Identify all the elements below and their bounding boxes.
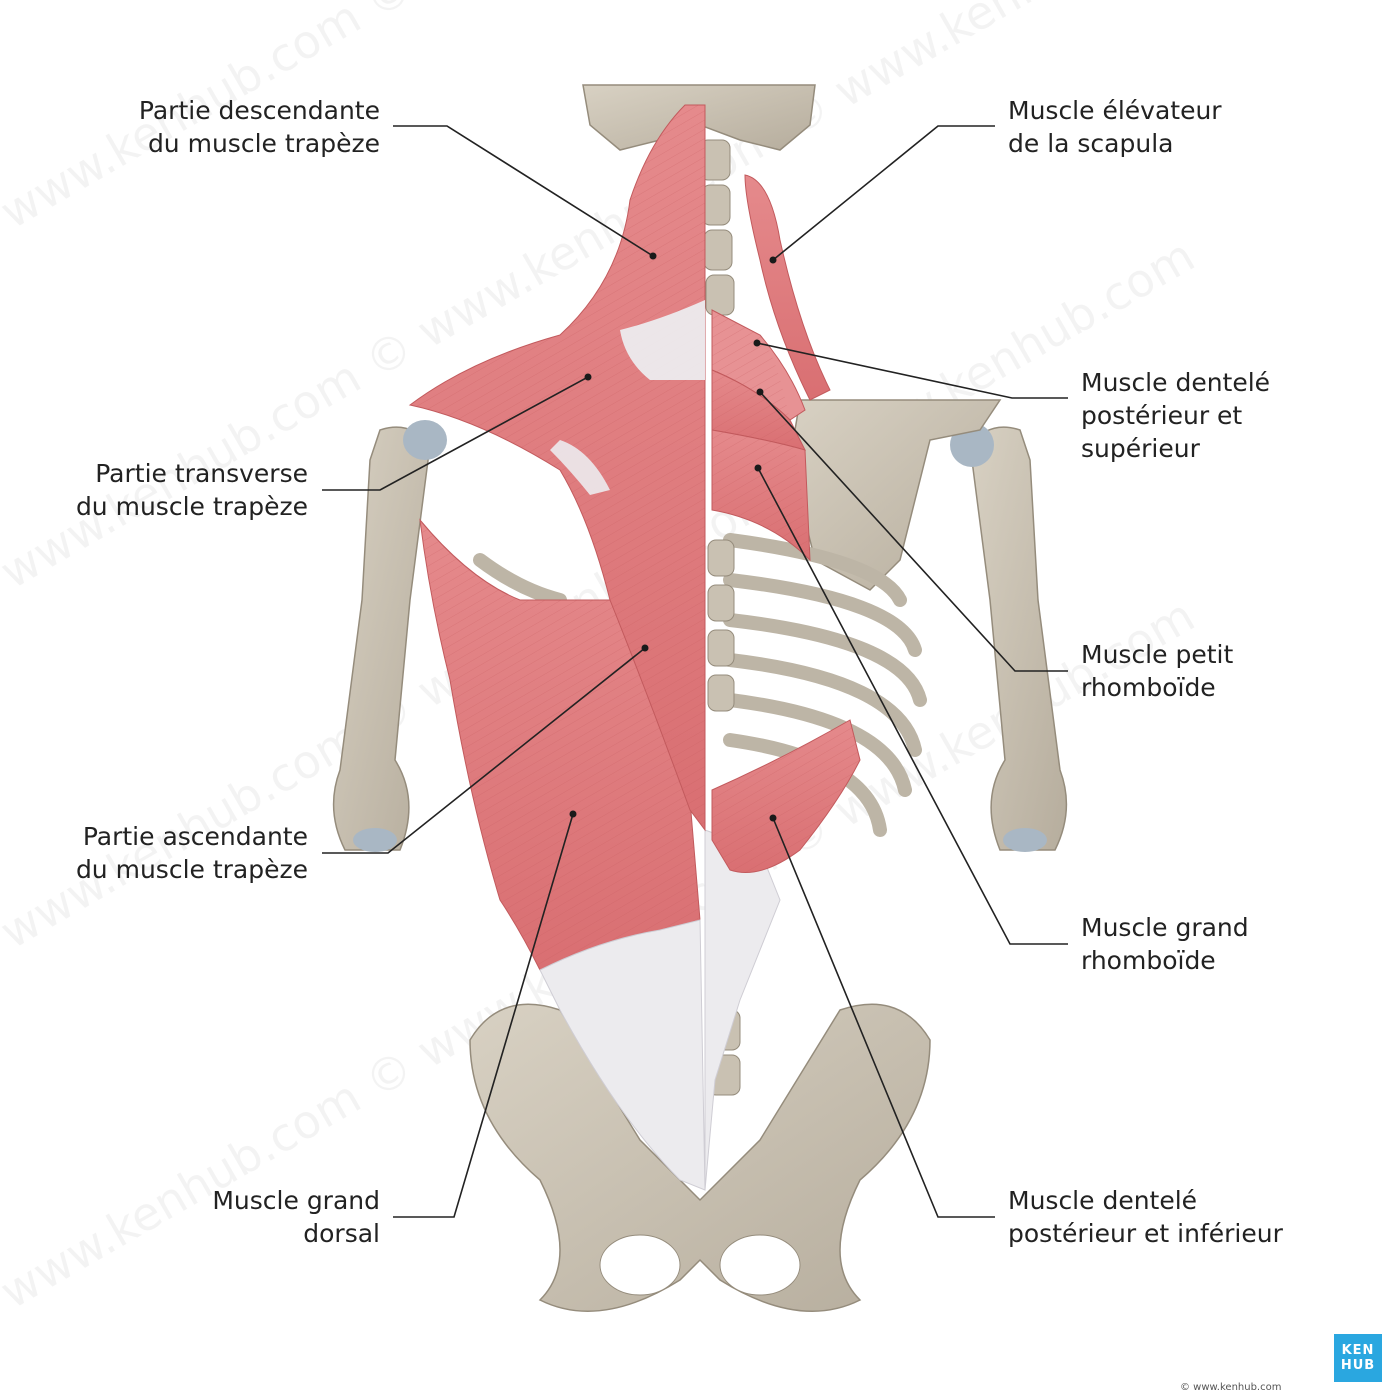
label-line: Partie ascendante — [82, 822, 308, 851]
label-line: Muscle petit — [1081, 640, 1234, 669]
leader-dot-trapeze-descendant — [649, 252, 657, 260]
rib-cage — [468, 533, 927, 837]
label-trapeze-descendant: Partie descendante du muscle trapèze — [139, 94, 380, 160]
muscle-levator-scapulae — [744, 174, 831, 401]
copyright-text: © www.kenhub.com — [1180, 1382, 1282, 1393]
leader-grand-rhomboide — [757, 467, 1068, 945]
label-line: du muscle trapèze — [147, 129, 380, 158]
leader-dentele-superieur — [756, 342, 1068, 399]
leader-dot-trapeze-transverse — [584, 373, 592, 381]
pelvis — [469, 1003, 931, 1312]
logo-line: KEN — [1341, 1343, 1375, 1358]
leader-dot-grand-dorsal — [569, 810, 577, 818]
leader-dot-petit-rhomboide — [756, 388, 764, 396]
label-line: Muscle dentelé — [1008, 1186, 1198, 1215]
label-line: Muscle élévateur — [1008, 96, 1222, 125]
leader-dot-dentele-inferieur — [769, 814, 777, 822]
logo-line: HUB — [1340, 1358, 1376, 1373]
right-obturator-foramen — [719, 1234, 801, 1296]
label-line: Muscle grand — [212, 1186, 380, 1215]
label-dentele-inferieur: Muscle dentelé postérieur et inférieur — [1008, 1184, 1283, 1250]
leader-dentele-inferieur — [772, 817, 995, 1218]
leader-trapeze-transverse — [322, 376, 589, 491]
label-line: Muscle grand — [1081, 913, 1249, 942]
thoracolumbar-fascia — [539, 919, 706, 1191]
label-line: postérieur et — [1081, 401, 1243, 430]
leader-grand-dorsal — [393, 813, 574, 1218]
label-line: rhomboïde — [1081, 946, 1216, 975]
label-line: postérieur et inférieur — [1008, 1219, 1283, 1248]
label-line: Partie descendante — [138, 96, 380, 125]
right-elbow-cartilage — [1003, 828, 1047, 852]
leader-trapeze-ascendant — [322, 647, 646, 854]
label-line: rhomboïde — [1081, 673, 1216, 702]
label-line: du muscle trapèze — [75, 492, 308, 521]
leader-dot-elevateur-scapula — [769, 256, 777, 264]
label-line: Muscle dentelé — [1081, 368, 1271, 397]
leader-dot-grand-rhomboide — [754, 464, 762, 472]
label-petit-rhomboide: Muscle petit rhomboïde — [1081, 638, 1233, 704]
label-grand-dorsal: Muscle grand dorsal — [212, 1184, 380, 1250]
leader-dot-dentele-superieur — [753, 339, 761, 347]
label-grand-rhomboide: Muscle grand rhomboïde — [1081, 911, 1249, 977]
label-dentele-superieur: Muscle dentelé postérieur et supérieur — [1081, 366, 1270, 465]
label-line: de la scapula — [1008, 129, 1174, 158]
label-line: supérieur — [1081, 434, 1200, 463]
leader-lines — [322, 125, 1068, 1218]
left-obturator-foramen — [599, 1234, 681, 1296]
label-line: Partie transverse — [95, 459, 308, 488]
leader-dot-trapeze-ascendant — [641, 644, 649, 652]
leader-elevateur-scapula — [772, 125, 995, 261]
label-line: du muscle trapèze — [75, 855, 308, 884]
kenhub-logo[interactable]: KEN HUB — [1334, 1334, 1382, 1382]
label-line: dorsal — [303, 1219, 380, 1248]
label-elevateur-scapula: Muscle élévateur de la scapula — [1008, 94, 1222, 160]
left-elbow-cartilage — [353, 828, 397, 852]
trapezius-aponeurosis — [620, 300, 705, 380]
trapezius-spine-tendon — [550, 440, 610, 495]
label-trapeze-ascendant: Partie ascendante du muscle trapèze — [76, 820, 308, 886]
leader-petit-rhomboide — [759, 391, 1068, 672]
left-shoulder-cartilage — [403, 420, 447, 460]
label-trapeze-transverse: Partie transverse du muscle trapèze — [76, 457, 308, 523]
leader-trapeze-descendant — [393, 125, 654, 257]
